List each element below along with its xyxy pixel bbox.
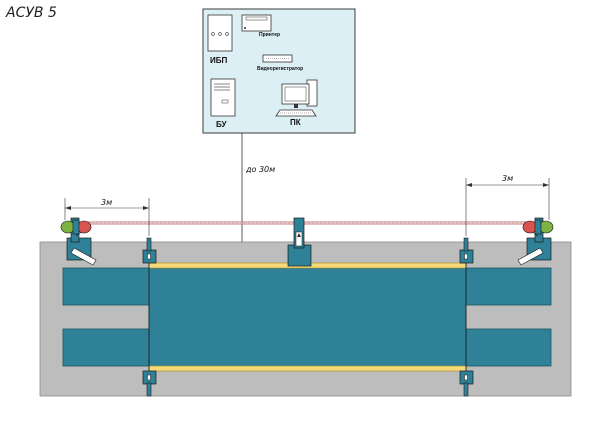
printer-label: Принтер xyxy=(259,32,281,38)
printer-icon xyxy=(241,14,272,32)
right-offset-label: 3м xyxy=(502,174,514,183)
recorder-icon xyxy=(262,54,293,63)
sensor-post-icon xyxy=(459,370,474,397)
camera-pole-icon xyxy=(287,217,312,267)
cable-length-label: до 30м xyxy=(246,165,276,174)
control-unit-label: БУ xyxy=(216,120,227,129)
sensor-post-icon xyxy=(142,370,157,397)
left-offset-label: 3м xyxy=(101,198,113,207)
ramp-left-top xyxy=(62,267,151,306)
ramp-right-top xyxy=(463,267,552,306)
recorder-label: Видеорегистратор xyxy=(257,66,304,72)
sensor-post-icon xyxy=(459,237,474,396)
control-unit-icon xyxy=(210,78,236,117)
ramp-left-bottom xyxy=(62,328,151,367)
ups-label: ИБП xyxy=(210,56,228,65)
traffic-light-icon xyxy=(522,219,554,235)
ramp-right-bottom xyxy=(463,328,552,367)
diagram-title: АСУВ 5 xyxy=(6,5,57,21)
dimension-left xyxy=(64,198,150,236)
dimension-right xyxy=(465,178,550,236)
traffic-light-icon xyxy=(60,219,92,235)
pc-label: ПК xyxy=(290,118,301,127)
rail-bottom xyxy=(148,365,467,372)
sensor-post-icon xyxy=(142,237,157,396)
ups-icon xyxy=(207,14,233,52)
weighing-platform xyxy=(148,264,467,370)
pc-icon xyxy=(275,79,318,117)
